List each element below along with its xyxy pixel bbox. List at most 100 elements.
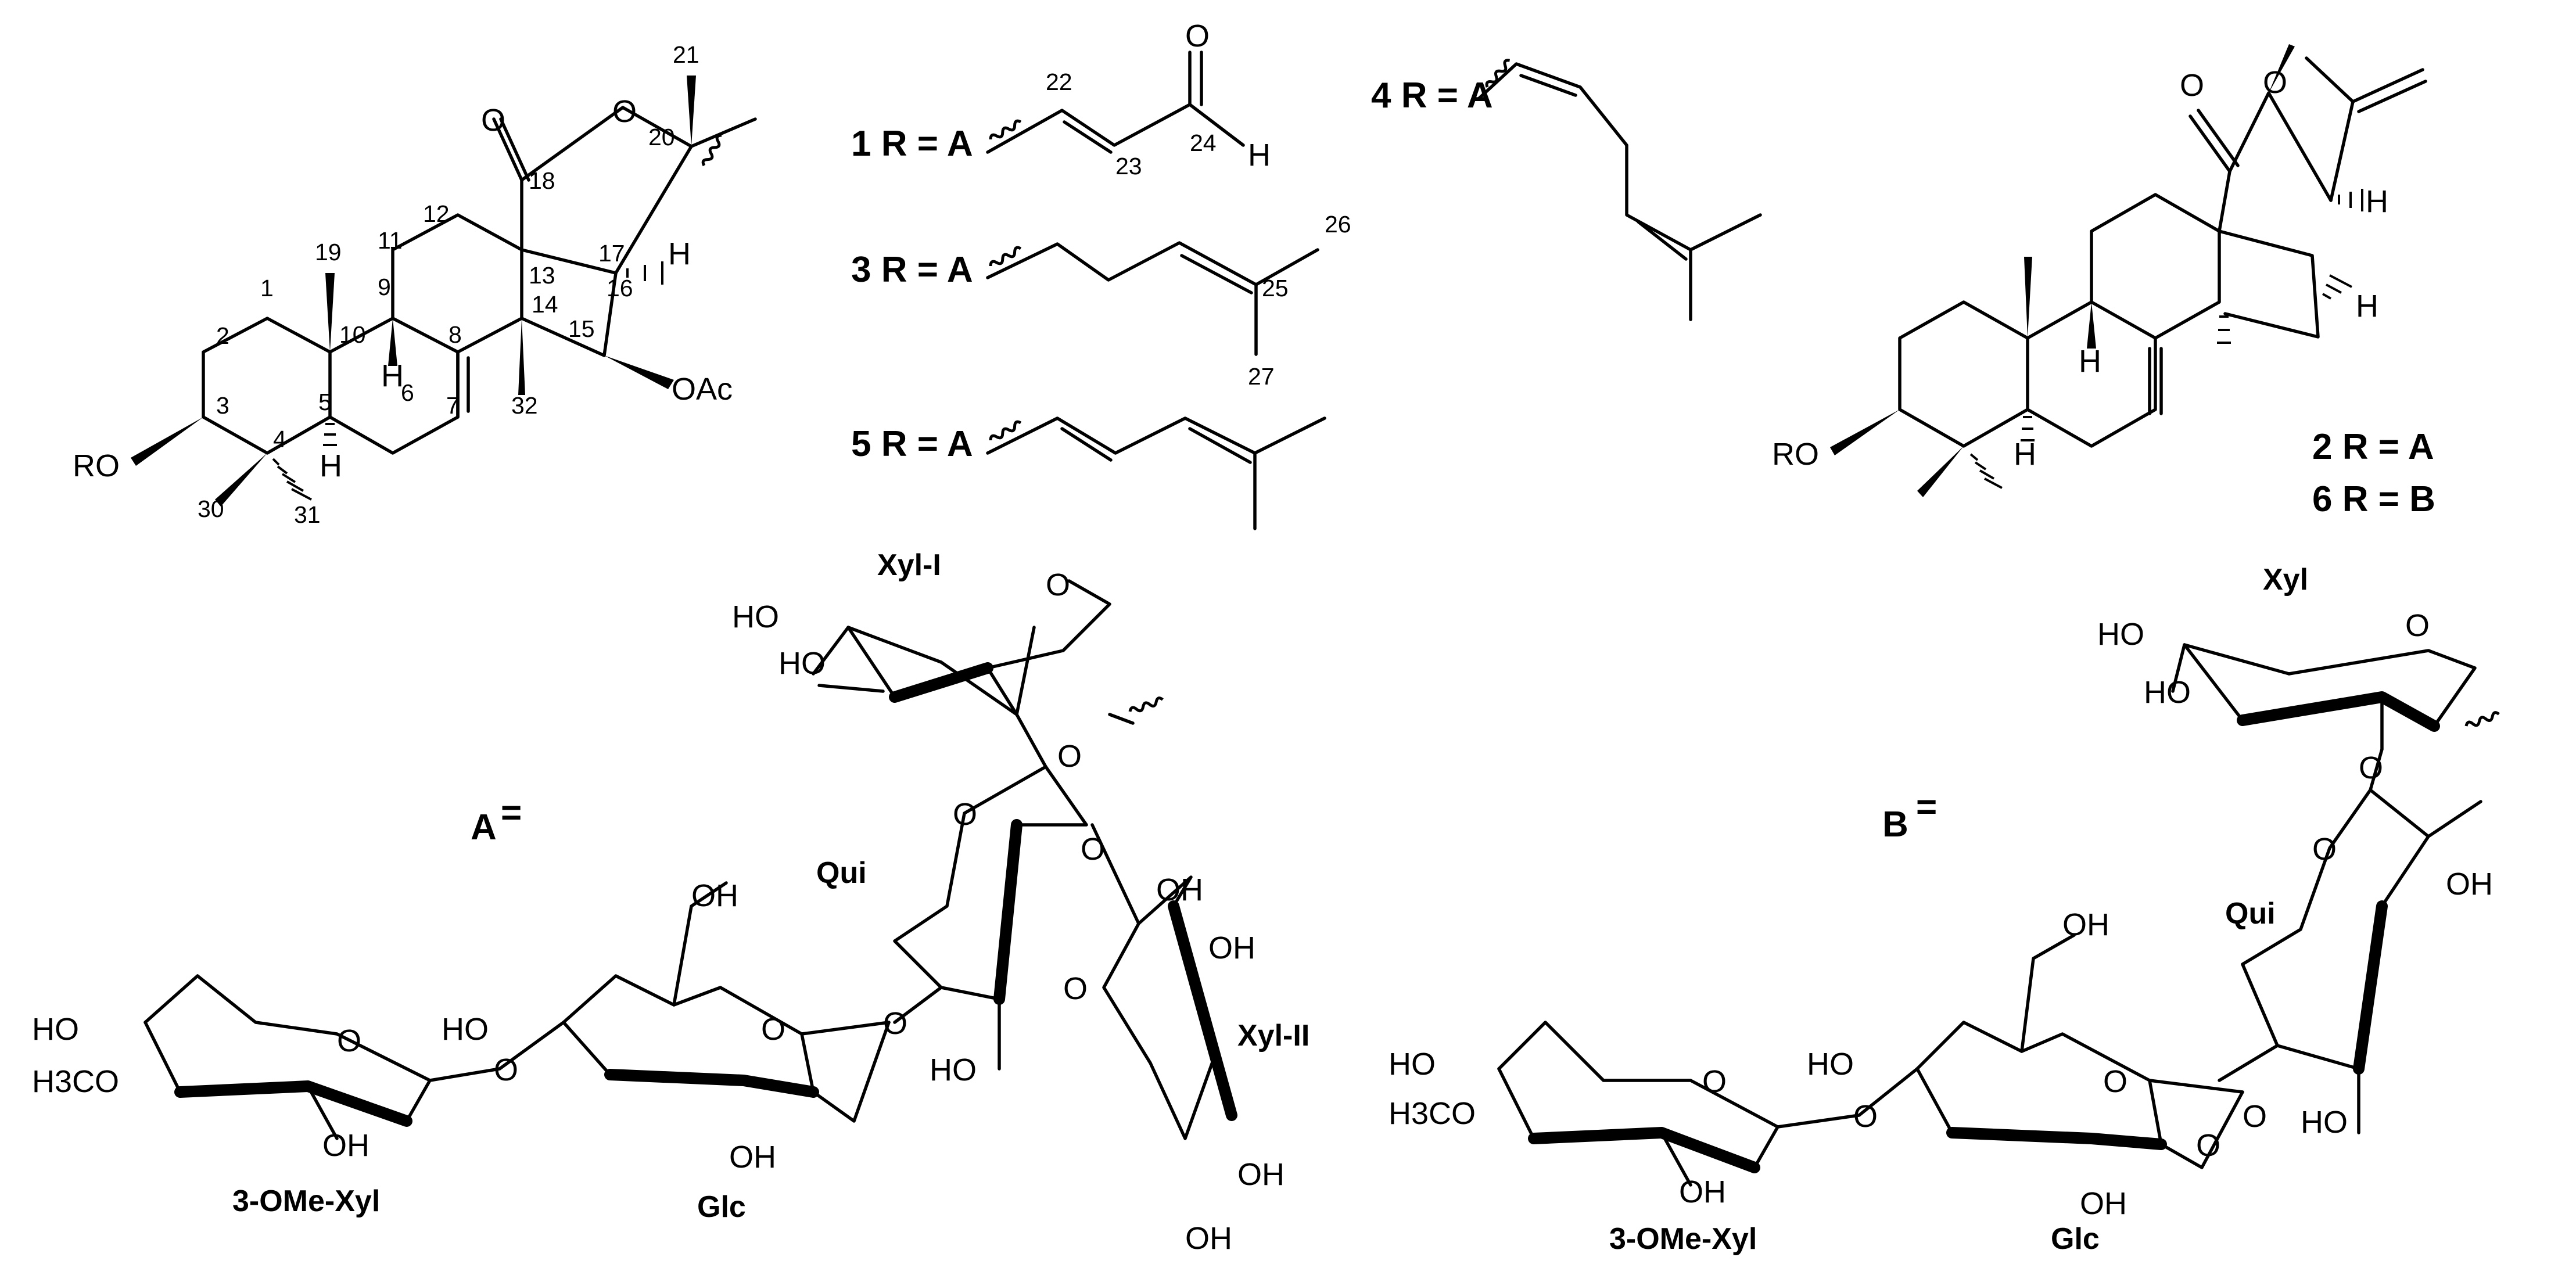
glycan-a: A = Xyl-I Qui Xyl-II 3-OMe-Xyl — [32, 548, 1309, 1256]
atom-label: O — [1057, 739, 1082, 774]
atom-number: 1 — [260, 275, 274, 301]
glycan-b-eq: = — [1916, 787, 1937, 827]
atom-label: HO — [1807, 1047, 1854, 1082]
glycan-a-eq: = — [501, 793, 522, 833]
compound-label: 5 R = A — [851, 424, 973, 464]
atom-label: HO — [442, 1012, 489, 1047]
sugar-name: Qui — [816, 856, 867, 890]
h3co-label: H3CO — [32, 1064, 119, 1099]
sugar-name: 3-OMe-Xyl — [232, 1184, 380, 1218]
sugar-name: 3-OMe-Xyl — [1609, 1222, 1757, 1256]
o-label: O — [612, 94, 637, 129]
atom-number: 31 — [294, 501, 321, 528]
atom-label: O — [2243, 1099, 2267, 1134]
atom-number: 7 — [446, 392, 460, 419]
compound-label: 4 R = A — [1371, 76, 1493, 116]
atom-label: HO — [732, 599, 779, 634]
atom-label: OH — [691, 878, 738, 913]
atom-number: 19 — [315, 239, 342, 265]
methyl-19-wedge — [325, 273, 335, 352]
atom-label: O — [2359, 750, 2383, 785]
atom-number: 13 — [529, 262, 555, 289]
oac-label: OAc — [672, 372, 733, 407]
atom-number: 27 — [1248, 363, 1275, 390]
atom-label: O — [2196, 1128, 2220, 1163]
atom-number: 30 — [198, 495, 224, 522]
atom-label: HO — [778, 646, 826, 681]
atom-label: O — [883, 1006, 907, 1041]
atom-label: HO — [32, 1012, 79, 1047]
atom-number: 3 — [216, 392, 229, 419]
atom-label: O — [1046, 568, 1070, 602]
o-label: O — [2180, 68, 2204, 103]
ro-label: RO — [1772, 437, 1819, 472]
h-label: H — [668, 236, 691, 271]
compound-label-6: 6 R = B — [2312, 479, 2435, 519]
glycan-a-atoms: HO HO O O O O O O OH HO O O OH OH HO OH … — [32, 568, 1285, 1256]
atom-label: OH — [1185, 1221, 1232, 1256]
atom-number: 14 — [532, 291, 558, 318]
atom-number: 17 — [598, 240, 625, 267]
left-atom-numbers: 1 2 3 4 5 6 7 8 9 10 11 12 13 14 15 16 1… — [198, 41, 699, 528]
atom-label: HO — [1389, 1047, 1436, 1082]
atom-number: 20 — [648, 124, 675, 150]
atom-label: O — [1853, 1099, 1878, 1134]
glycan-a-label: A — [471, 807, 497, 847]
atom-label: OH — [1679, 1175, 1726, 1209]
atom-label: O — [2103, 1064, 2127, 1099]
sugar-name: Qui — [2225, 897, 2276, 931]
h-label: H — [1248, 138, 1271, 173]
side-chain-3: 3 R = A 26 25 27 — [851, 211, 1351, 390]
atom-label: OH — [1208, 931, 1255, 965]
aglycone-left: 1 2 3 4 5 6 7 8 9 10 11 12 13 14 15 16 1… — [73, 41, 757, 528]
atom-label: HO — [2097, 617, 2144, 652]
atom-label: HO — [930, 1053, 977, 1087]
sugar-name: Glc — [697, 1190, 746, 1224]
o-label: O — [1185, 19, 1210, 53]
atom-number: 32 — [511, 392, 538, 419]
atom-number: 9 — [378, 274, 391, 300]
sugar-name: Xyl-II — [1237, 1019, 1309, 1053]
atom-number: 11 — [378, 227, 403, 254]
compound-label: 1 R = A — [851, 124, 973, 164]
atom-number: 16 — [607, 275, 633, 301]
atom-number: 23 — [1115, 153, 1142, 179]
atom-label: O — [953, 797, 977, 832]
atom-label: O — [1063, 971, 1088, 1006]
atom-number: 2 — [216, 322, 229, 349]
atom-label: OH — [729, 1140, 776, 1175]
h-label: H — [2356, 289, 2378, 324]
atom-label: OH — [1156, 872, 1203, 907]
atom-label: O — [761, 1012, 785, 1047]
atom-number: 10 — [339, 321, 366, 348]
right-atom-groups: RO H H H H O O — [1772, 65, 2388, 472]
atom-number: 26 — [1325, 211, 1351, 238]
atom-number: 15 — [568, 315, 595, 342]
atom-number: 5 — [318, 389, 332, 415]
h-label: H — [320, 448, 342, 483]
aglycone-right: RO H H H H O O 2 R = A 6 R = B — [1772, 44, 2435, 519]
atom-number: 6 — [401, 379, 414, 406]
o-label: O — [2263, 65, 2287, 100]
h-label: H — [2014, 437, 2036, 472]
atom-number: 4 — [273, 426, 286, 452]
compound-label: 3 R = A — [851, 250, 973, 290]
atom-number: 21 — [673, 41, 699, 68]
atom-label: OH — [1237, 1157, 1285, 1192]
left-atom-groups: RO H H OAc O O H — [73, 94, 733, 483]
glycan-a-sugars: Xyl-I Qui Xyl-II 3-OMe-Xyl Glc — [232, 548, 1309, 1224]
atom-label: OH — [2446, 867, 2493, 902]
h3co-label: H3CO — [1389, 1096, 1476, 1131]
side-chain-5: 5 R = A — [851, 416, 1326, 530]
h-label: H — [2079, 344, 2101, 379]
glycan-b-atoms: HO HO O O O OH O OH HO O O HO O OH OH HO… — [1389, 608, 2493, 1221]
sugar-name: Xyl-I — [877, 548, 941, 582]
atom-label: O — [337, 1023, 361, 1058]
atom-number: 8 — [449, 321, 462, 348]
atom-label: OH — [322, 1128, 369, 1163]
atom-number: 24 — [1190, 130, 1217, 156]
atom-label: OH — [2062, 907, 2109, 942]
sugar-name: Xyl — [2263, 563, 2308, 597]
atom-label: O — [2405, 608, 2430, 643]
